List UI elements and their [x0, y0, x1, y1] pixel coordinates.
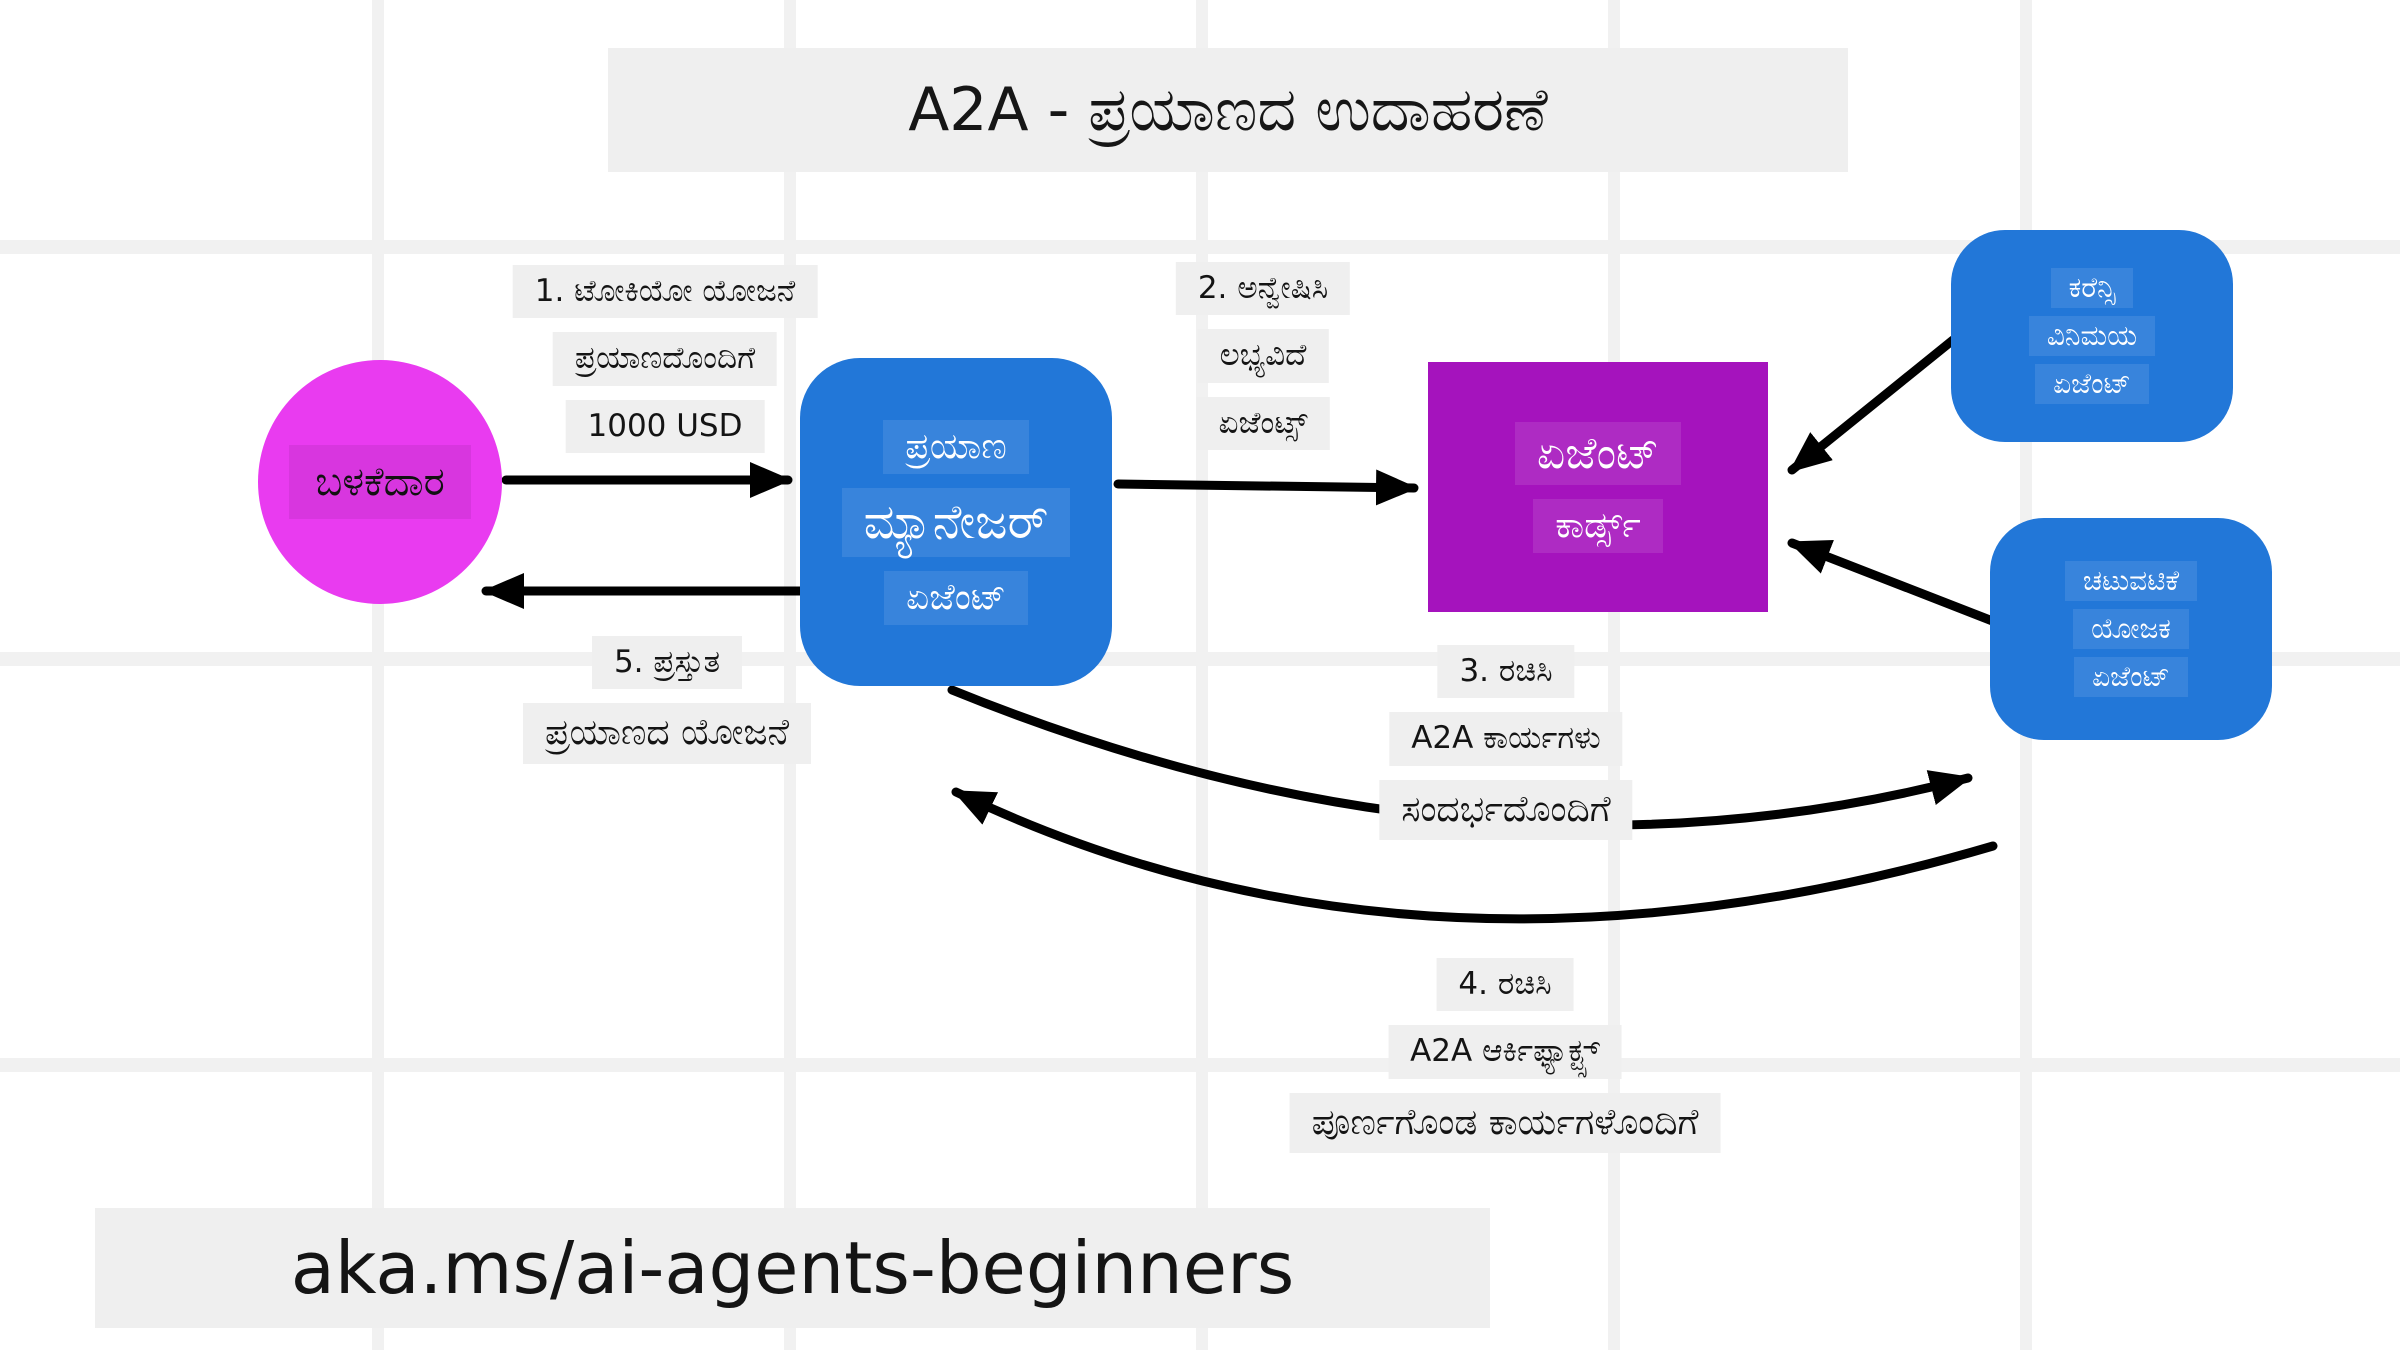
edge-labels-step2: 2. ಅನ್ವೇಷಿಸಿ ಲಭ್ಯವಿದೆ ಏಜೆಂಟ್ಸ್ [1175, 262, 1351, 451]
node-activity-line: ಯೋಜಕ [2073, 609, 2189, 649]
edge-label: ಲಭ್ಯವಿದೆ [1197, 329, 1329, 383]
footer-link-box: aka.ms/ai-agents-beginners [95, 1208, 1490, 1328]
node-currency-exchange-agent: ಕರೆನ್ಸಿ ವಿನಿಮಯ ಏಜೆಂಟ್ [1951, 230, 2233, 442]
edge-label: 3. ರಚಿಸಿ [1437, 645, 1575, 699]
edge-label: ಪೂರ್ಣಗೊಂಡ ಕಾರ್ಯಗಳೊಂದಿಗೆ [1289, 1092, 1721, 1154]
node-currency-line: ಕರೆನ್ಸಿ [2050, 268, 2134, 308]
node-activity-line: ಏಜೆಂಟ್ [2074, 657, 2188, 697]
edge-label: 1. ಟೋಕಿಯೋ ಯೋಜನೆ [512, 265, 818, 319]
edge-labels-step4: 4. ರಚಿಸಿ A2A ಆರ್ಕಿಫ್ಯಾಕ್ಟ್ಸ್ ಪೂರ್ಣಗೊಂಡ ಕ… [1289, 958, 1721, 1154]
node-travel-manager-line: ಮ್ಯಾನೇಜರ್ [841, 487, 1071, 557]
node-currency-line: ಏಜೆಂಟ್ [2035, 364, 2149, 404]
edge-label: A2A ಆರ್ಕಿಫ್ಯಾಕ್ಟ್ಸ್ [1388, 1025, 1622, 1079]
edge-label: ಪ್ರಯಾಣದೊಂದಿಗೆ [552, 332, 778, 386]
node-activity-planner-agent: ಚಟುವಟಿಕೆ ಯೋಜಕ ಏಜೆಂಟ್ [1990, 518, 2272, 740]
grid-line-vertical [372, 0, 384, 1350]
node-user: ಬಳಕೆದಾರ [258, 360, 502, 604]
edge-labels-step5: 5. ಪ್ರಸ್ತುತ ಪ್ರಯಾಣದ ಯೋಜನೆ [522, 636, 812, 764]
edge-label: A2A ಕಾರ್ಯಗಳು [1389, 712, 1623, 766]
node-agent-cards-line: ಕಾರ್ಡ್ಸ್ [1533, 498, 1663, 553]
node-user-label: ಬಳಕೆದಾರ [289, 445, 471, 519]
edge-label: 2. ಅನ್ವೇಷಿಸಿ [1175, 262, 1351, 316]
node-travel-manager-agent: ಪ್ರಯಾಣ ಮ್ಯಾನೇಜರ್ ಏಜೆಂಟ್ [800, 358, 1112, 686]
edge-labels-step3: 3. ರಚಿಸಿ A2A ಕಾರ್ಯಗಳು ಸಂದರ್ಭದೊಂದಿಗೆ [1379, 645, 1633, 841]
node-travel-manager-line: ಪ್ರಯಾಣ [883, 419, 1029, 474]
grid-line-horizontal [0, 1058, 2400, 1072]
arrow-activity-to-agent-cards [1787, 538, 2000, 627]
grid-line-vertical [1608, 0, 1620, 1350]
grid-line-horizontal [0, 240, 2400, 254]
edge-label: 1000 USD [565, 399, 765, 454]
node-activity-line: ಚಟುವಟಿಕೆ [2064, 561, 2198, 601]
node-agent-cards-line: ಏಜೆಂಟ್ [1514, 421, 1682, 485]
edge-label: 4. ರಚಿಸಿ [1436, 958, 1574, 1012]
arrow-activity-to-manager-curve [951, 787, 1998, 924]
grid-line-vertical [784, 0, 796, 1350]
edge-labels-step1: 1. ಟೋಕಿಯೋ ಯೋಜನೆ ಪ್ರಯಾಣದೊಂದಿಗೆ 1000 USD [512, 265, 818, 454]
arrow-currency-to-agent-cards [1787, 335, 1958, 475]
diagram-title: A2A - ಪ್ರಯಾಣದ ಉದಾಹರಣೆ [608, 48, 1848, 172]
footer-link-text: aka.ms/ai-agents-beginners [290, 1226, 1295, 1310]
edge-label: ಸಂದರ್ಭದೊಂದಿಗೆ [1379, 779, 1633, 841]
edge-label: 5. ಪ್ರಸ್ತುತ [591, 636, 743, 690]
diagram-title-text: A2A - ಪ್ರಯಾಣದ ಉದಾಹರಣೆ [908, 75, 1548, 145]
edge-label: ಏಜೆಂಟ್ಸ್ [1196, 396, 1330, 451]
node-travel-manager-line: ಏಜೆಂಟ್ [883, 570, 1029, 625]
node-agent-cards: ಏಜೆಂಟ್ ಕಾರ್ಡ್ಸ್ [1428, 362, 1768, 612]
arrow-manager-to-agent-cards [1113, 469, 1419, 506]
edge-label: ಪ್ರಯಾಣದ ಯೋಜನೆ [522, 703, 812, 764]
node-currency-line: ವಿನಿಮಯ [2028, 316, 2156, 356]
